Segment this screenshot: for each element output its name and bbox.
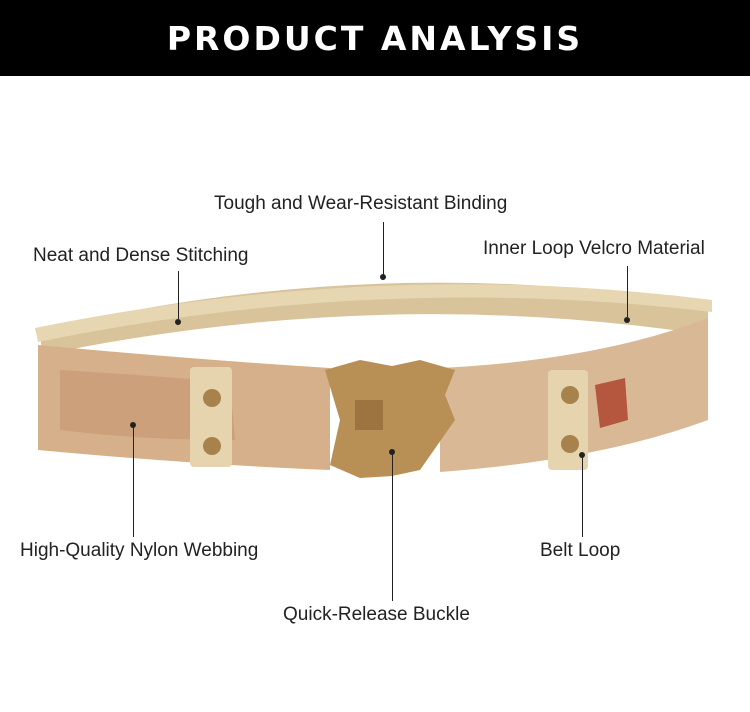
label-velcro: Inner Loop Velcro Material bbox=[483, 238, 705, 259]
label-stitching: Neat and Dense Stitching bbox=[33, 245, 249, 266]
marker-dot-stitching bbox=[175, 319, 181, 325]
label-webbing: High-Quality Nylon Webbing bbox=[20, 540, 259, 561]
belt-camo-red bbox=[595, 378, 628, 428]
leader-line-belt-loop bbox=[582, 456, 583, 537]
marker-dot-webbing bbox=[130, 422, 136, 428]
buckle bbox=[325, 360, 455, 478]
marker-dot-belt-loop bbox=[579, 452, 585, 458]
leader-line-binding bbox=[383, 222, 384, 275]
label-belt-loop: Belt Loop bbox=[540, 540, 621, 561]
header-banner: PRODUCT ANALYSIS bbox=[0, 0, 750, 76]
belt-loop-left bbox=[190, 367, 232, 467]
belt-top-binding bbox=[35, 284, 712, 342]
leader-line-stitching bbox=[178, 271, 179, 319]
leader-line-velcro bbox=[627, 266, 628, 317]
belt-product-image bbox=[0, 76, 750, 712]
marker-dot-buckle bbox=[389, 449, 395, 455]
leader-line-webbing bbox=[133, 426, 134, 537]
label-buckle: Quick-Release Buckle bbox=[283, 604, 470, 625]
marker-dot-velcro bbox=[624, 317, 630, 323]
marker-dot-binding bbox=[380, 274, 386, 280]
label-binding: Tough and Wear-Resistant Binding bbox=[214, 193, 508, 214]
leader-line-buckle bbox=[392, 453, 393, 601]
page-title: PRODUCT ANALYSIS bbox=[166, 18, 584, 58]
